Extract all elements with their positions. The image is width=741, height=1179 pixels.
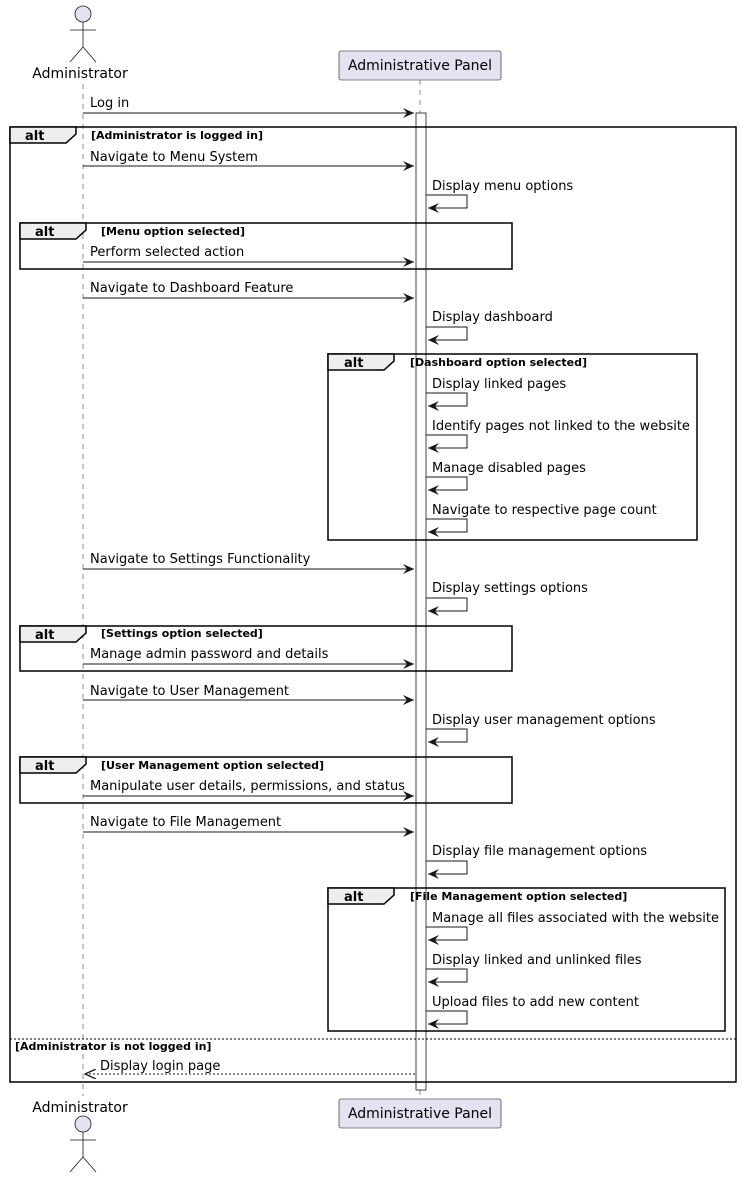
alt-frame-users: alt [User Management option selected] bbox=[19, 756, 513, 804]
alt-settings-guard: [Settings option selected] bbox=[101, 627, 263, 640]
outer-alt-else-guard: [Administrator is not logged in] bbox=[15, 1040, 211, 1053]
arrow-display-linked-pages bbox=[426, 392, 468, 411]
actor-bottom: Administrator bbox=[32, 1100, 128, 1173]
panel-top-label: Administrative Panel bbox=[348, 58, 492, 74]
msg-display-settings: Display settings options bbox=[432, 581, 588, 596]
alt-frame-settings: alt [Settings option selected] bbox=[19, 625, 513, 672]
alt-frame-files: alt [File Management option selected] bbox=[327, 887, 726, 1032]
arrow-identify-unlinked bbox=[426, 434, 468, 453]
msg-display-login: Display login page bbox=[100, 1059, 220, 1074]
msg-display-users: Display user management options bbox=[432, 713, 656, 728]
actor-bottom-head-icon bbox=[74, 1115, 92, 1133]
msg-display-linked-files: Display linked and unlinked files bbox=[432, 953, 642, 968]
msg-nav-users: Navigate to User Management bbox=[90, 684, 289, 699]
alt-menu-guard: [Menu option selected] bbox=[101, 225, 245, 238]
arrow-display-settings bbox=[426, 597, 468, 616]
actor-top: Administrator bbox=[32, 5, 128, 82]
arrow-upload-files bbox=[426, 1010, 468, 1029]
msg-nav-settings: Navigate to Settings Functionality bbox=[90, 552, 311, 567]
alt-frame-menu: alt [Menu option selected] bbox=[19, 222, 513, 270]
msg-manage-files: Manage all files associated with the web… bbox=[432, 911, 719, 926]
msg-nav-dashboard: Navigate to Dashboard Feature bbox=[90, 281, 293, 296]
outer-alt-frame: alt [Administrator is logged in] [Admini… bbox=[9, 126, 737, 1083]
outer-alt-guard: [Administrator is logged in] bbox=[91, 129, 263, 142]
panel-top: Administrative Panel bbox=[338, 50, 502, 81]
alt-users-keyword: alt bbox=[35, 759, 54, 774]
alt-frame-dashboard: alt [Dashboard option selected] bbox=[327, 353, 698, 541]
alt-users-guard: [User Management option selected] bbox=[101, 759, 324, 772]
actor-top-label: Administrator bbox=[32, 66, 128, 82]
alt-menu-keyword: alt bbox=[35, 225, 54, 240]
panel-activation-bar bbox=[415, 112, 427, 1091]
msg-perform-action: Perform selected action bbox=[90, 245, 244, 260]
alt-dashboard-guard: [Dashboard option selected] bbox=[410, 356, 587, 369]
alt-files-guard: [File Management option selected] bbox=[410, 890, 627, 903]
msg-manage-password: Manage admin password and details bbox=[90, 647, 329, 662]
arrow-display-users bbox=[426, 728, 468, 747]
msg-manage-disabled: Manage disabled pages bbox=[432, 461, 586, 476]
msg-log-in: Log in bbox=[90, 96, 129, 111]
msg-display-linked-pages: Display linked pages bbox=[432, 377, 566, 392]
arrow-display-files bbox=[426, 860, 468, 879]
arrow-manage-files bbox=[426, 926, 468, 945]
actor-head-icon bbox=[74, 5, 92, 23]
msg-nav-files: Navigate to File Management bbox=[90, 815, 281, 830]
msg-upload-files: Upload files to add new content bbox=[432, 995, 639, 1010]
msg-display-menu: Display menu options bbox=[432, 179, 573, 194]
msg-identify-unlinked: Identify pages not linked to the website bbox=[432, 419, 690, 434]
actor-bottom-label: Administrator bbox=[32, 1100, 128, 1116]
panel-top-box bbox=[338, 50, 502, 81]
alt-files-keyword: alt bbox=[344, 890, 363, 905]
msg-display-files: Display file management options bbox=[432, 844, 647, 859]
msg-nav-menu: Navigate to Menu System bbox=[90, 150, 258, 165]
arrow-display-menu bbox=[426, 194, 468, 213]
arrow-display-dashboard bbox=[426, 326, 468, 345]
arrow-manage-disabled bbox=[426, 476, 468, 495]
alt-settings-keyword: alt bbox=[35, 628, 54, 643]
panel-bottom-box bbox=[338, 1098, 502, 1129]
msg-display-dashboard: Display dashboard bbox=[432, 310, 553, 325]
alt-dashboard-keyword: alt bbox=[344, 356, 363, 371]
outer-alt-keyword: alt bbox=[25, 129, 44, 144]
msg-nav-page-count: Navigate to respective page count bbox=[432, 503, 657, 518]
arrow-display-linked-files bbox=[426, 968, 468, 987]
arrow-nav-page-count bbox=[426, 518, 468, 537]
panel-bottom: Administrative Panel bbox=[338, 1098, 502, 1129]
msg-manipulate-users: Manipulate user details, permissions, an… bbox=[90, 779, 405, 794]
panel-bottom-label: Administrative Panel bbox=[348, 1106, 492, 1122]
